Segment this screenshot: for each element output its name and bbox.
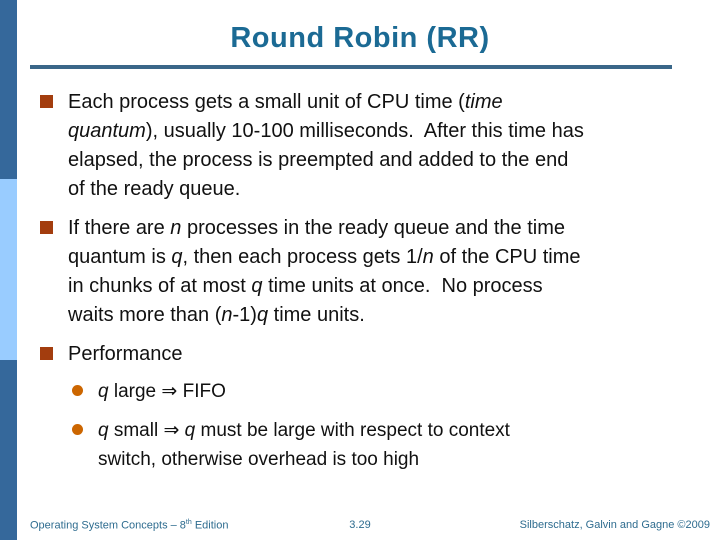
sub-bullet-q-large: q large ⇒ FIFO bbox=[72, 377, 658, 406]
bullet-item-n-processes: If there are n processes in the ready qu… bbox=[40, 214, 708, 330]
sub-bullet-text: q large ⇒ FIFO bbox=[98, 381, 226, 402]
sidebar-segment-bottom bbox=[0, 360, 17, 540]
sub-bullet-q-small: q small ⇒ q must be large with respect t… bbox=[72, 416, 658, 474]
sidebar-segment-middle bbox=[0, 179, 17, 360]
footer-edition-text: Edition bbox=[191, 519, 229, 532]
footer-page-number: 3.29 bbox=[349, 519, 371, 531]
footer-authors: Silberschatz, Galvin and Gagne ©2009 bbox=[519, 519, 710, 531]
title-underline bbox=[30, 65, 672, 69]
bullet-item-each-process: Each process gets a small unit of CPU ti… bbox=[40, 88, 708, 204]
bullet-text: Each process gets a small unit of CPU ti… bbox=[68, 91, 584, 200]
bullet-text: Performance bbox=[68, 343, 183, 365]
circle-bullet-icon bbox=[72, 385, 83, 396]
footer: Operating System Concepts – 8th Edition … bbox=[0, 517, 720, 537]
footer-book-title: Operating System Concepts – 8th Edition bbox=[30, 519, 228, 532]
sub-bullet-text: q small ⇒ q must be large with respect t… bbox=[98, 420, 510, 470]
footer-book-title-text: Operating System Concepts – 8 bbox=[30, 519, 186, 532]
circle-bullet-icon bbox=[72, 424, 83, 435]
bullet-text: If there are n processes in the ready qu… bbox=[68, 217, 581, 326]
square-bullet-icon bbox=[40, 347, 53, 360]
slide-title: Round Robin (RR) bbox=[230, 22, 490, 54]
bullet-item-performance: Performance bbox=[40, 340, 708, 369]
sidebar-decoration bbox=[0, 0, 17, 540]
square-bullet-icon bbox=[40, 95, 53, 108]
sidebar-segment-top bbox=[0, 0, 17, 179]
footer-edition-superscript: th bbox=[185, 519, 192, 526]
square-bullet-icon bbox=[40, 221, 53, 234]
